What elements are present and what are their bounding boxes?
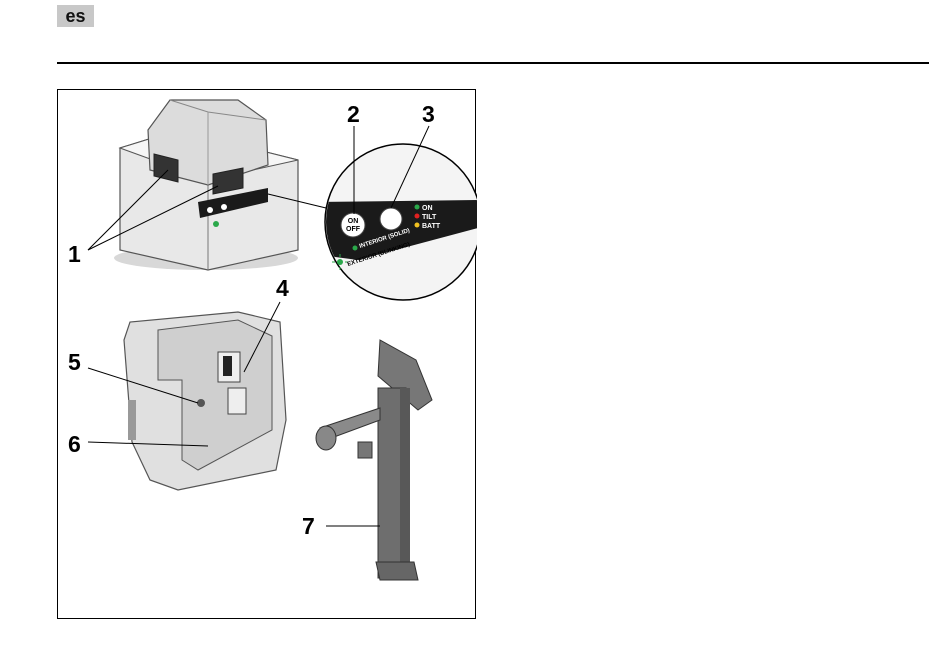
laser-unit	[114, 100, 298, 270]
callout-6: 6	[68, 431, 81, 457]
header-rule	[57, 62, 929, 64]
indicator-tilt-label: TILT	[422, 214, 437, 221]
indicator-batt-label: BATT	[422, 223, 441, 230]
callout-3: 3	[422, 101, 435, 127]
led-mode	[353, 246, 358, 251]
product-figure: ON OFF ON TILT BATT INTERIOR (SOLID) EXT…	[57, 89, 476, 619]
wall-bracket	[316, 340, 432, 580]
callout-7: 7	[302, 513, 315, 539]
indicator-on-label: ON	[422, 205, 433, 212]
callout-4: 4	[276, 275, 289, 301]
callout-5: 5	[68, 349, 81, 375]
mode-button[interactable]	[380, 208, 402, 230]
callout-2: 2	[347, 101, 360, 127]
power-label-on: ON	[348, 218, 359, 225]
product-illustration: ON OFF ON TILT BATT INTERIOR (SOLID) EXT…	[58, 90, 477, 620]
led-on	[415, 205, 420, 210]
control-panel-zoom: ON OFF ON TILT BATT INTERIOR (SOLID) EXT…	[320, 144, 477, 300]
battery-pack	[124, 312, 286, 490]
power-label-off: OFF	[346, 226, 361, 233]
led-tilt	[415, 214, 420, 219]
led-batt	[415, 223, 420, 228]
callout-1: 1	[68, 241, 81, 267]
language-tag: es	[57, 5, 94, 27]
power-button[interactable]	[341, 213, 365, 237]
